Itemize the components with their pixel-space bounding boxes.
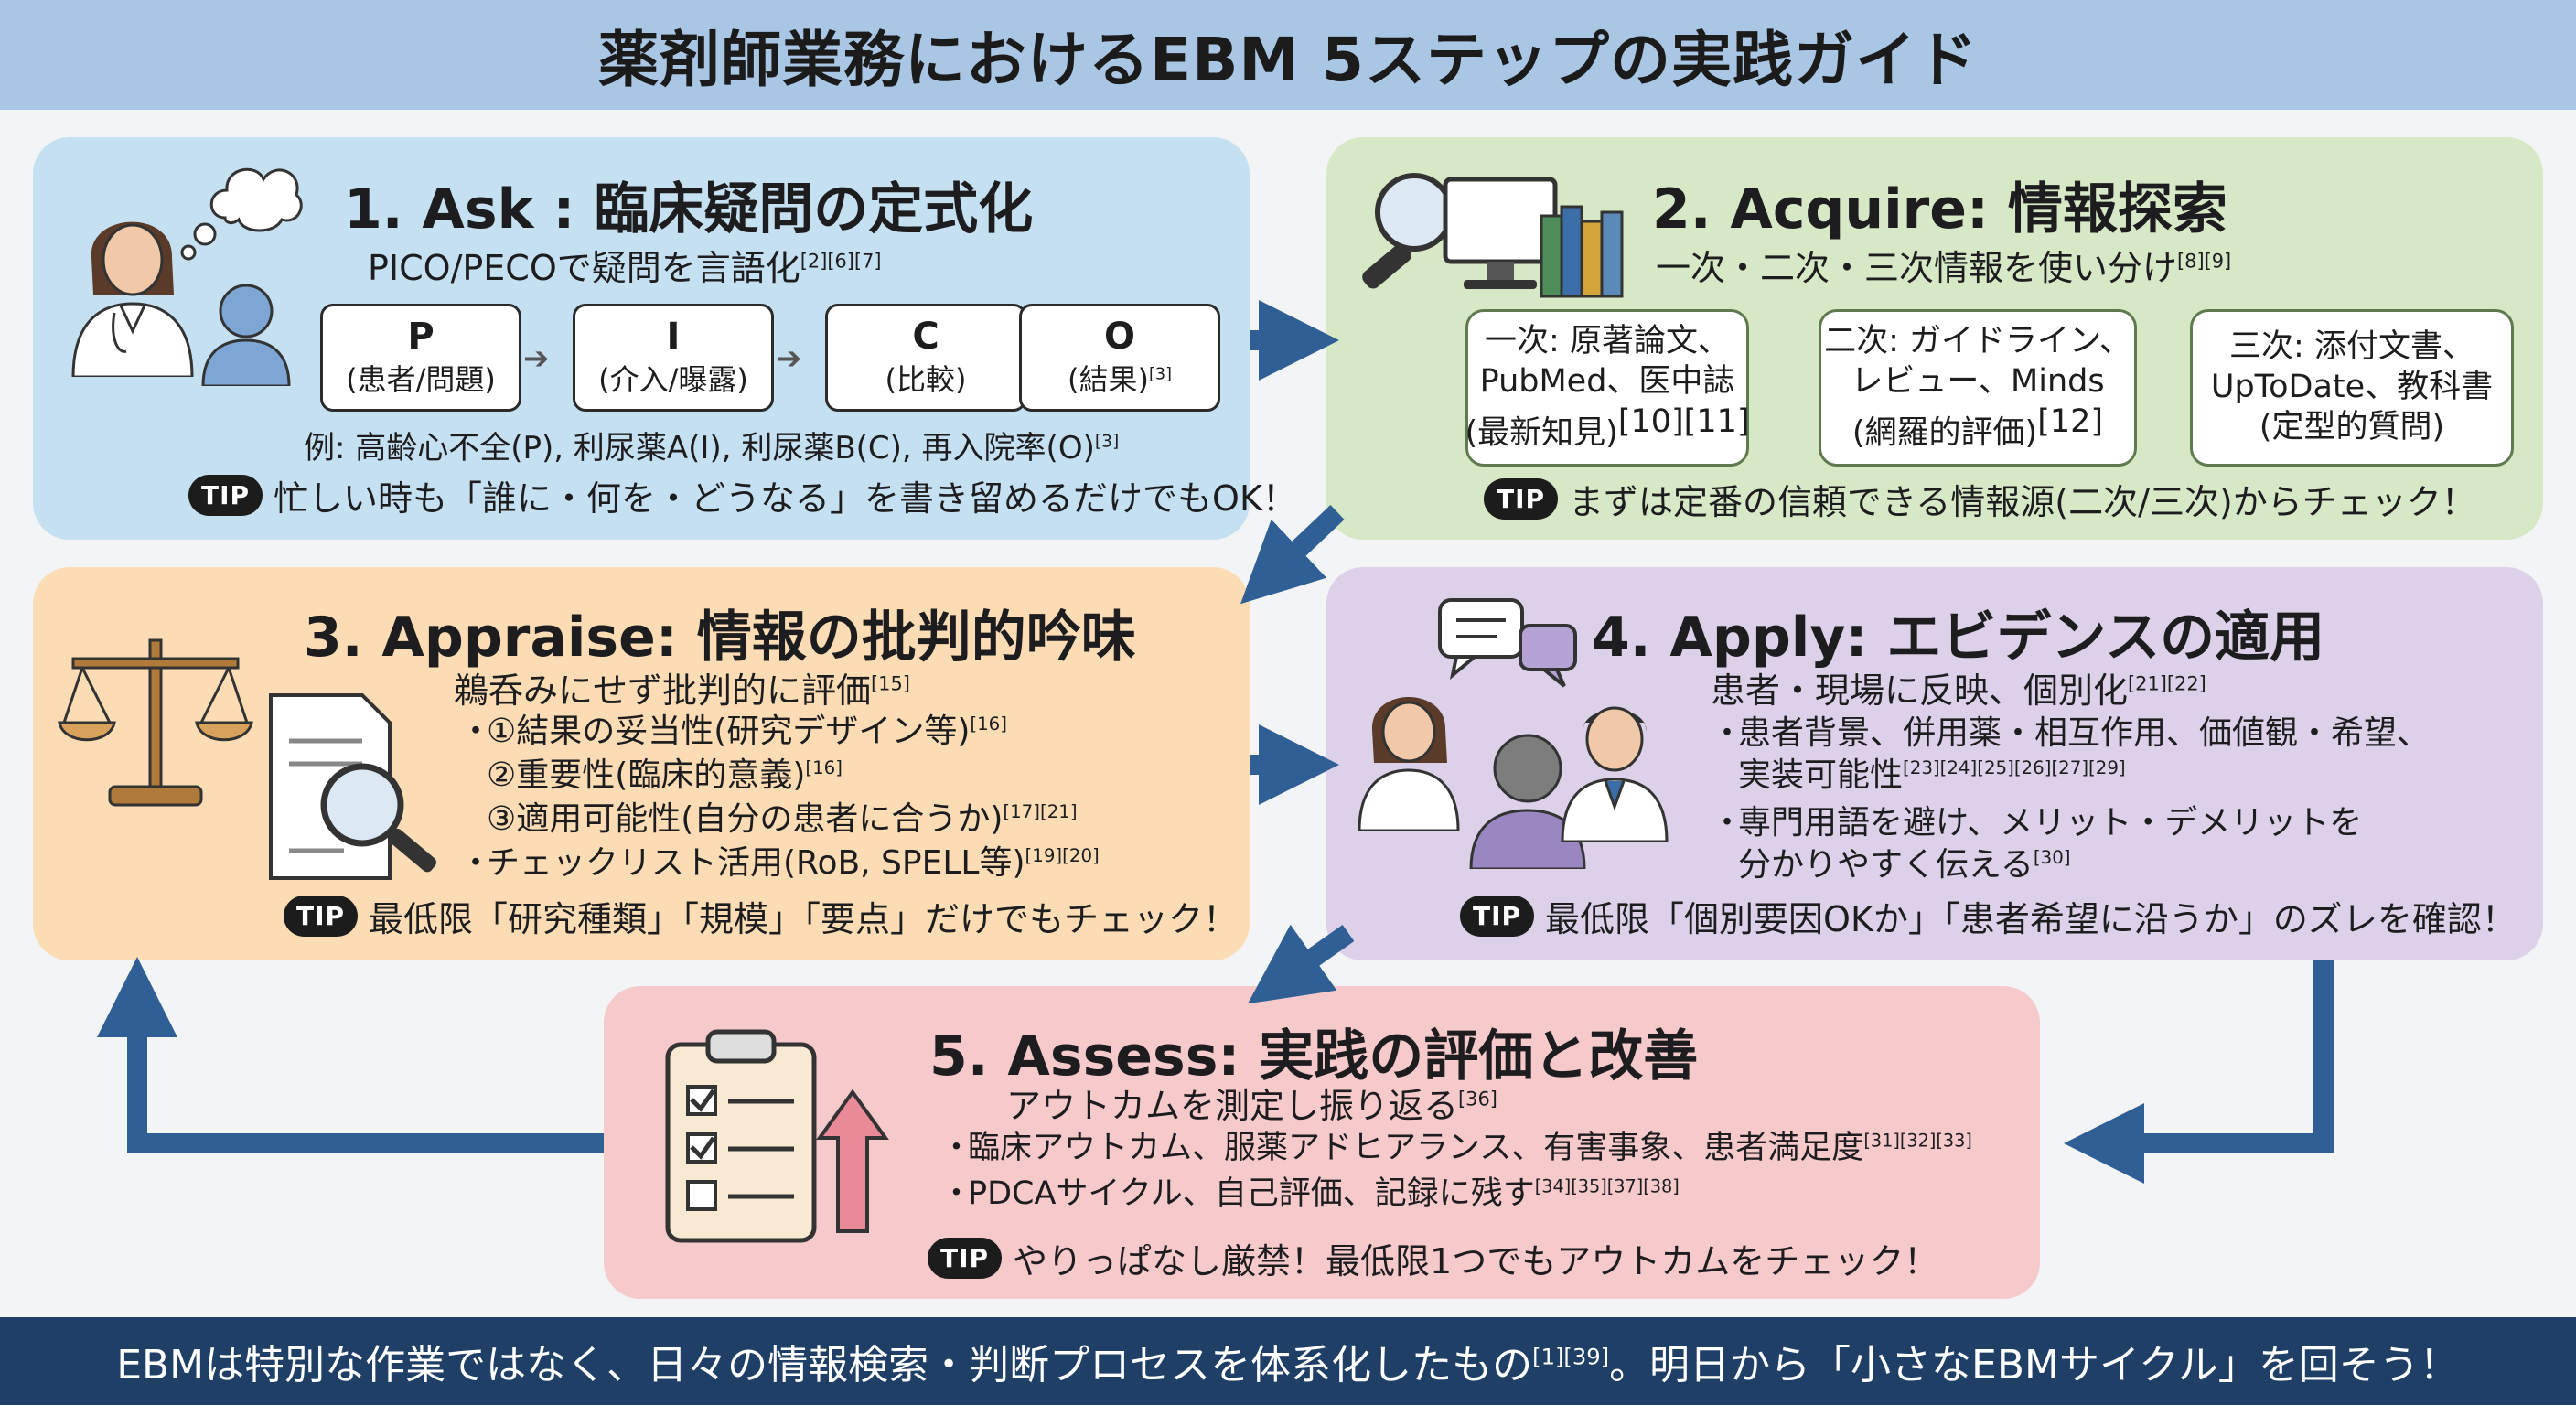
clipboard-checklist-icon: [665, 1029, 817, 1243]
source-line: (最新知見)[10][11]: [1465, 402, 1750, 452]
step3-bullet: ・①結果の妥当性(研究デザイン等)[16]: [459, 713, 1007, 750]
patient-icon: [1469, 734, 1586, 869]
tip-badge: TIP: [928, 1238, 1003, 1279]
step3-bullet: ・チェックリスト活用(RoB, SPELL等)[19][20]: [459, 844, 1100, 882]
step2-tip: TIP まずは定番の信頼できる情報源(二次/三次)からチェック！: [1484, 474, 2476, 524]
pico-box-p: P (患者/問題): [320, 304, 521, 412]
thought-bubble-icon: [180, 167, 303, 261]
step5-bullet: ・臨床アウトカム、服薬アドヒアランス、有害事象、患者満足度[31][32][33…: [940, 1130, 1972, 1166]
step2-subtitle: 一次・二次・三次情報を使い分け[8][9]: [1656, 248, 2232, 288]
title-bar: 薬剤師業務におけるEBM 5ステップの実践ガイド: [0, 0, 2576, 110]
source-line: レビュー、Minds: [1851, 362, 2105, 400]
step3-title: 3. Appraise: 情報の批判的吟味: [304, 606, 1136, 670]
step2-acquire-panel: 2. Acquire: 情報探索 一次・二次・三次情報を使い分け[8][9] 一…: [1326, 137, 2543, 540]
source-line: (定型的質問): [2259, 408, 2445, 445]
step1-title: 1. Ask : 臨床疑問の定式化: [344, 177, 1034, 241]
arrow-acquire-to-appraise: [1240, 505, 1345, 605]
step1-tip: TIP 忙しい時も「誰に・何を・どうなる」を書き留めるだけでもOK！: [188, 470, 1297, 520]
source-line: (網羅的評価)[12]: [1852, 402, 2104, 452]
pharmacist-icon: [1358, 697, 1460, 831]
source-line: UpToDate、教科書: [2210, 369, 2494, 406]
step5-assess-panel: 5. Assess: 実践の評価と改善 アウトカムを測定し振り返る[36] ・臨…: [604, 986, 2040, 1299]
step3-tip: TIP 最低限「研究種類」「規模」「要点」だけでもチェック！: [284, 891, 1238, 941]
tip-badge: TIP: [188, 475, 263, 516]
step4-tip: TIP 最低限「個別要因OKか」「患者希望に沿うか」のズレを確認！: [1460, 891, 2517, 941]
tip-text: まずは定番の信頼できる情報源(二次/三次)からチェック！: [1569, 482, 2476, 522]
tip-badge: TIP: [284, 896, 359, 937]
pico-arrow-icon: ➔: [776, 340, 802, 377]
document-magnifier-icon: [269, 693, 436, 880]
pico-arrow-icon: ➔: [523, 340, 550, 377]
footer-text: EBMは特別な作業ではなく、日々の情報検索・判断プロセスを体系化したもの[1][…: [116, 1342, 2460, 1389]
tip-text: 最低限「研究種類」「規模」「要点」だけでもチェック！: [369, 899, 1239, 939]
source-box-primary: 一次: 原著論文、 PubMed、医中誌 (最新知見)[10][11]: [1465, 309, 1750, 467]
step4-subtitle: 患者・現場に反映、個別化[21][22]: [1711, 670, 2206, 711]
step4-bullet: 分かりやすく伝える[30]: [1738, 846, 2071, 884]
tip-text: やりっぱなし厳禁！最低限1つでもアウトカムをチェック！: [1013, 1241, 1939, 1282]
pico-box-i: I (介入/曝露): [573, 304, 774, 412]
source-line: 三次: 添付文書、: [2229, 328, 2474, 366]
step3-bullet: ②重要性(臨床的意義)[16]: [487, 756, 843, 794]
page-title: 薬剤師業務におけるEBM 5ステップの実践ガイド: [598, 25, 1978, 95]
monitor-icon: [1443, 177, 1558, 289]
doctor-icon: [1561, 706, 1669, 842]
pico-letter: C: [912, 316, 939, 358]
tip-text: 最低限「個別要因OKか」「患者希望に沿うか」のズレを確認！: [1545, 899, 2517, 939]
footer-banner: EBMは特別な作業ではなく、日々の情報検索・判断プロセスを体系化したもの[1][…: [0, 1317, 2576, 1405]
chat-bubbles-icon: [1438, 598, 1577, 688]
pico-example: 例: 高齢心不全(P), 利尿薬A(I), 利尿薬B(C), 再入院率(O)[3…: [304, 430, 1120, 467]
source-line: 一次: 原著論文、: [1485, 323, 1730, 360]
step5-subtitle: アウトカムを測定し振り返る[36]: [1006, 1086, 1497, 1126]
source-line: 二次: ガイドライン、: [1824, 323, 2131, 360]
up-arrow-icon: [816, 1089, 889, 1233]
step3-appraise-panel: 3. Appraise: 情報の批判的吟味 鵜呑みにせず批判的に評価[15] ・…: [33, 567, 1250, 960]
step4-bullet: ・患者背景、併用薬・相互作用、価値観・希望、: [1711, 714, 2431, 752]
step4-apply-panel: 4. Apply: エビデンスの適用 患者・現場に反映、個別化[21][22] …: [1326, 567, 2543, 960]
step5-bullet: ・PDCAサイクル、自己評価、記録に残す[34][35][37][38]: [940, 1175, 1680, 1212]
pico-desc: (結果)[3]: [1068, 362, 1172, 397]
tip-text: 忙しい時も「誰に・何を・どうなる」を書き留めるだけでもOK！: [274, 478, 1297, 519]
step5-title: 5. Assess: 実践の評価と改善: [929, 1024, 1699, 1089]
step4-bullet: ・専門用語を避け、メリット・デメリットを: [1711, 804, 2363, 842]
source-box-secondary: 二次: ガイドライン、 レビュー、Minds (網羅的評価)[12]: [1819, 309, 2137, 467]
tip-badge: TIP: [1484, 478, 1559, 520]
scales-icon: [58, 638, 253, 807]
pico-desc: (患者/問題): [346, 362, 496, 397]
pico-box-c: C (比較): [825, 304, 1026, 412]
step5-tip: TIP やりっぱなし厳禁！最低限1つでもアウトカムをチェック！: [928, 1233, 1938, 1283]
step4-bullet: 実装可能性[23][24][25][26][27][29]: [1738, 756, 2126, 794]
pico-desc: (介入/曝露): [598, 362, 748, 397]
patient-icon: [201, 284, 291, 386]
books-icon: [1540, 205, 1624, 298]
step1-subtitle: PICO/PECOで疑問を言語化[2][6][7]: [368, 248, 882, 288]
arrow-left-loop: [97, 957, 604, 1153]
step1-ask-panel: 1. Ask : 臨床疑問の定式化 PICO/PECOで疑問を言語化[2][6]…: [33, 137, 1297, 540]
step4-title: 4. Apply: エビデンスの適用: [1592, 606, 2325, 670]
step3-subtitle: 鵜呑みにせず批判的に評価[15]: [454, 670, 910, 711]
arrow-right-loop: [2064, 960, 2334, 1184]
step2-title: 2. Acquire: 情報探索: [1652, 177, 2227, 241]
pico-box-o: O (結果)[3]: [1019, 304, 1220, 412]
pharmacist-icon: [71, 221, 194, 377]
pico-letter: I: [666, 316, 681, 358]
pico-letter: P: [407, 316, 435, 358]
step3-bullet: ③適用可能性(自分の患者に合うか)[17][21]: [487, 800, 1078, 838]
pico-desc: (比較): [885, 362, 967, 397]
tip-badge: TIP: [1460, 896, 1535, 937]
source-line: PubMed、医中誌: [1479, 362, 1735, 400]
source-box-tertiary: 三次: 添付文書、 UpToDate、教科書 (定型的質問): [2190, 309, 2514, 467]
pico-letter: O: [1103, 316, 1135, 358]
